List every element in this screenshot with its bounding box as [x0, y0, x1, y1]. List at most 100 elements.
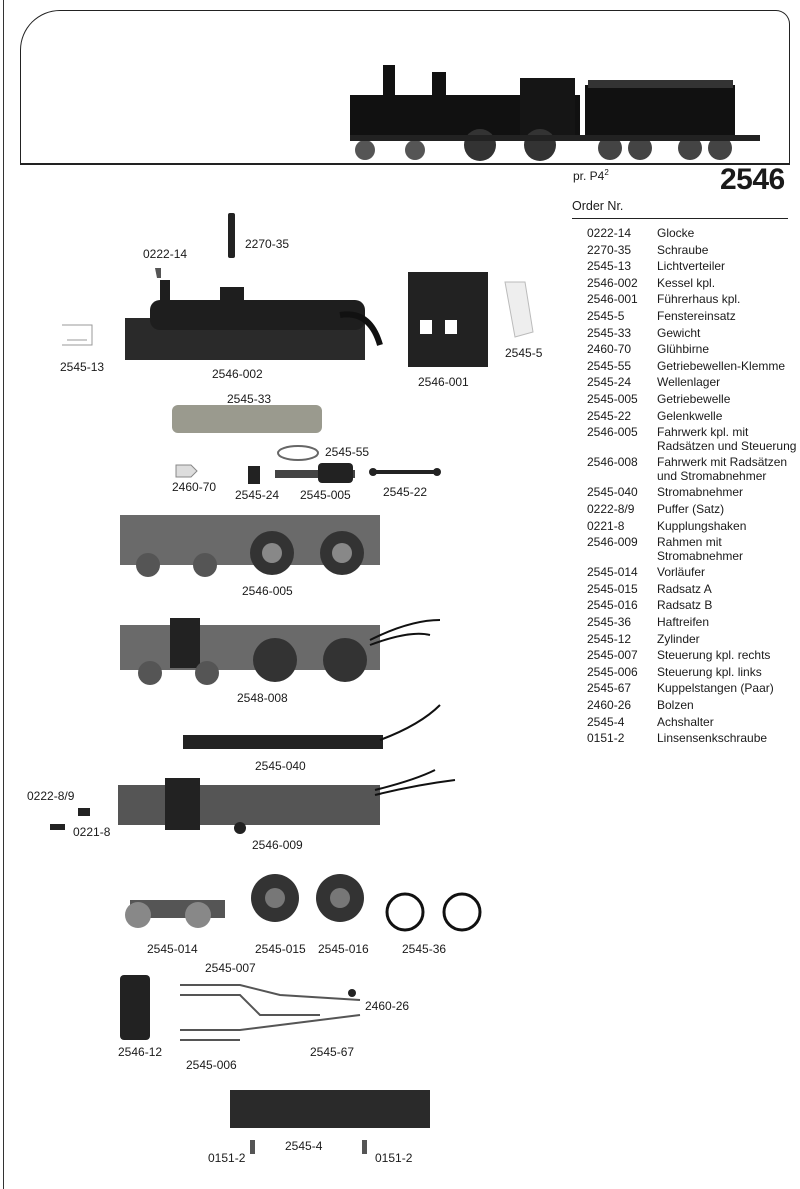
- part-code: 2545-55: [587, 358, 632, 373]
- part-code: 2546-002: [587, 275, 638, 290]
- label-0151-2-right: 0151-2: [375, 1151, 413, 1165]
- part-description: Linsensenkschraube: [657, 731, 768, 746]
- part-code: 2460-70: [587, 342, 632, 357]
- part-description: Kupplungshaken: [657, 518, 747, 533]
- valve-gear-right: [180, 984, 361, 1016]
- label-2545-005: 2545-005: [300, 488, 351, 502]
- part-description: Fahrwerk kpl. mit Radsätzen und Steuerun…: [657, 425, 797, 453]
- part-description: Kuppelstangen (Paar): [657, 681, 774, 696]
- part-code: 0222-14: [587, 226, 632, 240]
- label-2545-4: 2545-4: [285, 1139, 323, 1153]
- part-code: 0151-2: [587, 731, 625, 746]
- part-description: Lichtverteiler: [657, 259, 726, 274]
- part-code: 2545-006: [587, 664, 638, 679]
- part-code: 2546-005: [587, 425, 638, 440]
- part-description: Glühbirne: [657, 342, 710, 357]
- heading-divider: [572, 218, 788, 219]
- part-code: 2546-009: [587, 535, 638, 550]
- label-2545-014: 2545-014: [147, 942, 198, 956]
- part-description: Vorläufer: [657, 565, 706, 580]
- part-code: 2545-24: [587, 375, 632, 390]
- part-code: 2545-5: [587, 308, 625, 323]
- label-2546-005: 2546-005: [242, 584, 293, 598]
- cylinder: [120, 975, 150, 1040]
- parts-list-row: 2545-12 Zylinder: [587, 631, 797, 647]
- part-description: Steuerung kpl. links: [657, 664, 762, 679]
- part-code: 2545-014: [587, 565, 638, 580]
- part-code: 2545-016: [587, 598, 638, 613]
- parts-list-row: 2546-002 Kessel kpl.: [587, 275, 797, 291]
- part-description: Fenstereinsatz: [657, 308, 736, 323]
- label-2545-040: 2545-040: [255, 759, 306, 773]
- part-code: 2545-12: [587, 631, 632, 646]
- label-2545-55: 2545-55: [325, 445, 370, 459]
- part-description: Rahmen mit Stromabnehmer: [657, 535, 744, 563]
- label-0221-8: 0221-8: [73, 825, 111, 839]
- parts-list-row: 2270-35 Schraube: [587, 242, 797, 258]
- part-description: Radsatz A: [657, 581, 712, 596]
- part-code: 2545-040: [587, 485, 638, 500]
- part-description: Zylinder: [657, 631, 700, 646]
- parts-list-row: 2545-5 Fenstereinsatz: [587, 308, 797, 324]
- part-description: Haftreifen: [657, 614, 710, 629]
- wheelset-b: [316, 874, 364, 922]
- parts-list-row: 2546-009 Rahmen mit Stromabnehmer: [587, 535, 797, 563]
- parts-list-row: 0222-8/9 Puffer (Satz): [587, 501, 797, 517]
- chassis-2546-005: [120, 515, 380, 577]
- header-frame: [20, 10, 790, 165]
- label-2545-33: 2545-33: [227, 392, 272, 406]
- prototype-label: pr. P42: [573, 168, 609, 183]
- part-code: 2545-33: [587, 325, 632, 340]
- parts-list-row: 2545-13 Lichtverteiler: [587, 260, 797, 274]
- locomotive-image: [350, 65, 760, 161]
- label-0222-8-9: 0222-8/9: [27, 789, 75, 803]
- label-2546-001: 2546-001: [418, 375, 469, 389]
- screw: [250, 1140, 255, 1154]
- weight-2545-33: [172, 405, 322, 433]
- part-description: Getriebewelle: [657, 391, 731, 406]
- part-description: Bolzen: [657, 697, 694, 712]
- prototype-text: pr. P4: [573, 169, 605, 183]
- pony-truck: [125, 900, 225, 928]
- label-2545-006: 2545-006: [186, 1058, 237, 1072]
- label-2545-015: 2545-015: [255, 942, 306, 956]
- label-2545-016: 2545-016: [318, 942, 369, 956]
- part-description: Gelenkwelle: [657, 408, 723, 423]
- cab-2546-001: [408, 272, 488, 367]
- label-0222-14: 0222-14: [143, 247, 188, 261]
- part-code: 2546-008: [587, 455, 638, 470]
- part-description: Puffer (Satz): [657, 501, 725, 516]
- part-code: 2545-015: [587, 581, 638, 596]
- clamp: [277, 445, 319, 461]
- parts-list-row: 2545-015 Radsatz A: [587, 581, 797, 597]
- label-0151-2-left: 0151-2: [208, 1151, 246, 1165]
- cardan-shaft: [369, 468, 441, 476]
- axle-holder: [230, 1090, 430, 1128]
- parts-list-row: 2460-70 Glühbirne: [587, 343, 797, 357]
- part-code: 2545-007: [587, 648, 638, 663]
- part-code: 0222-8/9: [587, 501, 635, 516]
- label-2545-5: 2545-5: [505, 346, 543, 360]
- page-edge-line: [3, 0, 4, 1189]
- part-description: Kessel kpl.: [657, 275, 716, 290]
- model-number: 2546: [720, 163, 785, 196]
- label-2460-26: 2460-26: [365, 999, 410, 1013]
- part-description: Schraube: [657, 242, 709, 257]
- part-description: Getriebewellen-Klemme: [657, 358, 786, 373]
- part-code: 2270-35: [587, 242, 632, 257]
- part-code: 2545-13: [587, 259, 632, 274]
- label-2545-24: 2545-24: [235, 488, 280, 502]
